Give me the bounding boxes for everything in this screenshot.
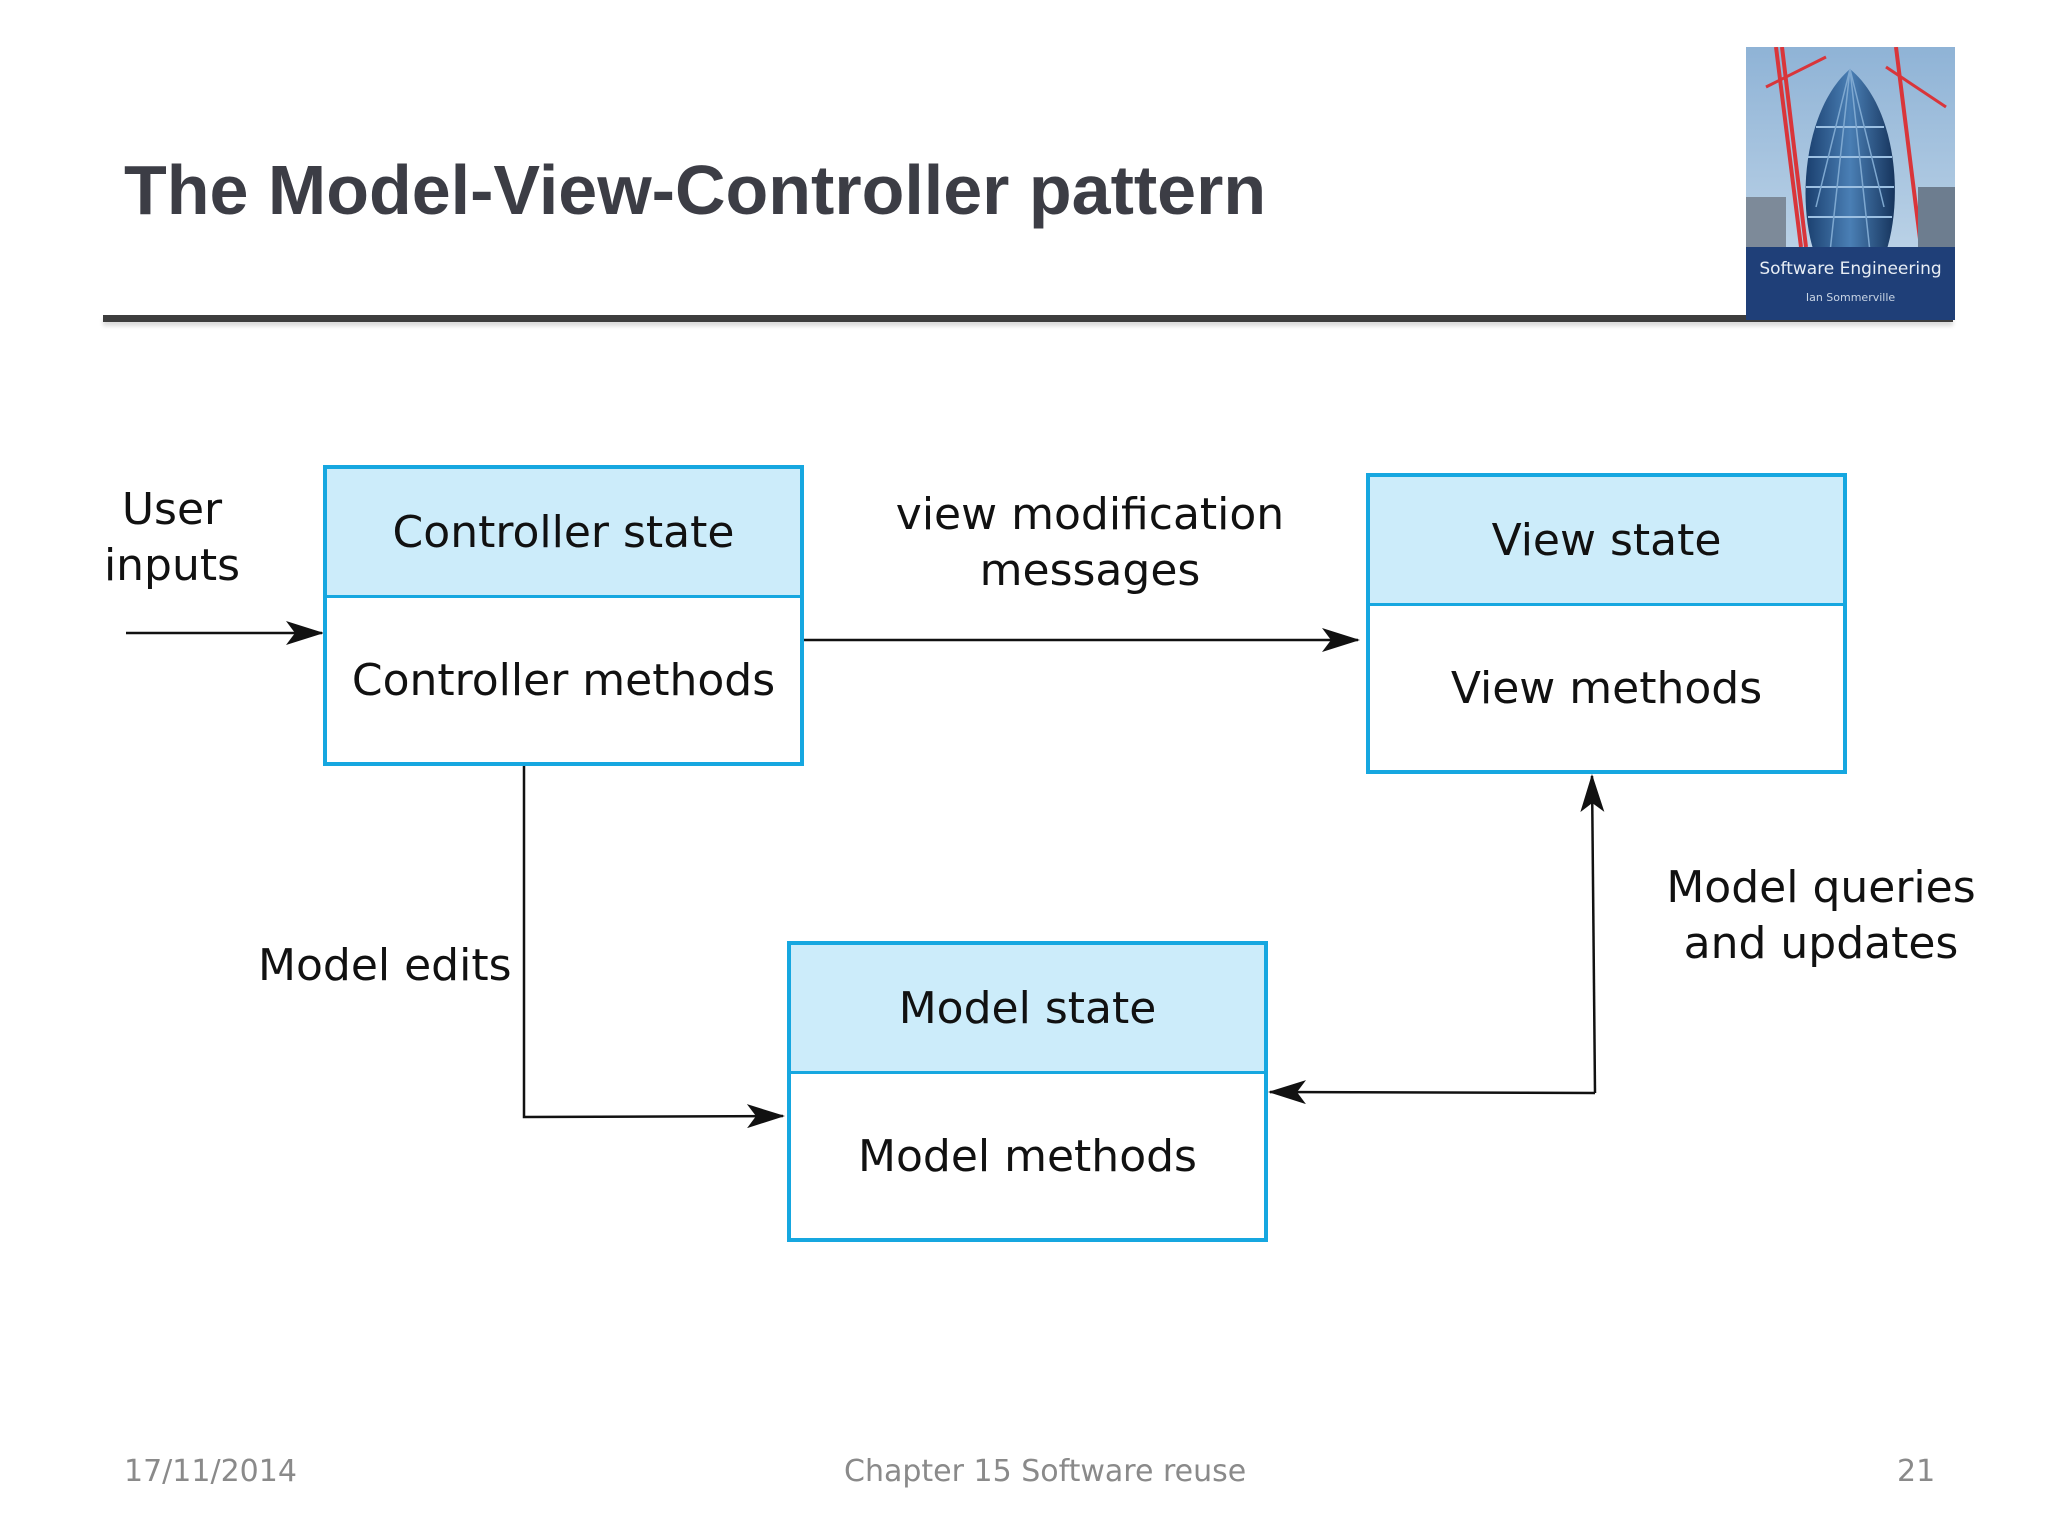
model-edits-arrow: [522, 766, 785, 1129]
user-inputs-label: User inputs: [92, 482, 252, 594]
view-state-section: View state: [1370, 477, 1843, 606]
model-methods-label: Model methods: [858, 1130, 1197, 1182]
view-modification-line-2: messages: [979, 545, 1201, 596]
book-cover-author: Ian Sommerville: [1805, 291, 1896, 304]
title-underline: [103, 315, 1953, 322]
controller-state-label: Controller state: [392, 506, 735, 558]
view-modification-line-1: view modification: [895, 489, 1285, 540]
view-methods-section: View methods: [1370, 606, 1843, 770]
model-state-section: Model state: [791, 945, 1264, 1074]
model-update-arrow-to-model: [1268, 1080, 1596, 1105]
footer-date: 17/11/2014: [124, 1454, 297, 1489]
model-query-arrow-to-view: [1580, 774, 1605, 1094]
user-inputs-line-2: inputs: [103, 540, 241, 591]
view-methods-label: View methods: [1450, 662, 1763, 714]
model-queries-line-2: and updates: [1683, 918, 1959, 969]
model-box: Model state Model methods: [787, 941, 1268, 1242]
model-queries-label: Model queries and updates: [1660, 860, 1982, 972]
model-methods-section: Model methods: [791, 1074, 1264, 1238]
user-inputs-line-1: User: [121, 484, 223, 535]
view-modification-label: view modification messages: [880, 487, 1300, 599]
slide-title: The Model-View-Controller pattern: [124, 151, 1267, 229]
controller-methods-label: Controller methods: [351, 654, 776, 706]
book-cover-title: Software Engineering: [1759, 259, 1942, 279]
controller-state-section: Controller state: [327, 469, 800, 598]
book-cover-illustration: [1746, 47, 1955, 320]
model-state-label: Model state: [898, 982, 1157, 1034]
footer-chapter: Chapter 15 Software reuse: [844, 1454, 1247, 1489]
model-queries-line-1: Model queries: [1666, 862, 1976, 913]
model-edits-text: Model edits: [258, 940, 512, 991]
view-state-label: View state: [1491, 514, 1722, 566]
controller-methods-section: Controller methods: [327, 598, 800, 762]
model-edits-label: Model edits: [258, 938, 512, 994]
book-cover-image: Software Engineering Ian Sommerville: [1746, 47, 1955, 320]
footer-page-number: 21: [1897, 1454, 1936, 1489]
view-box: View state View methods: [1366, 473, 1847, 774]
controller-box: Controller state Controller methods: [323, 465, 804, 766]
